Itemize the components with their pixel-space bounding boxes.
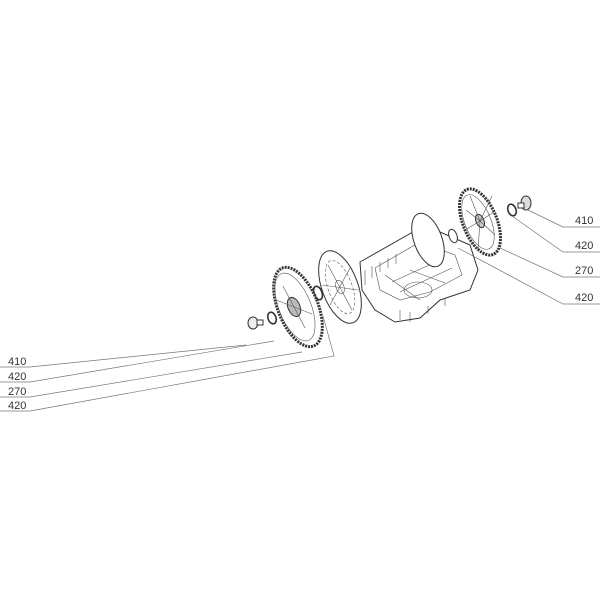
left-wheel (272, 265, 324, 349)
callout-left-420-inner: 420 (8, 400, 26, 412)
right-outer-ring (506, 203, 518, 217)
left-hub-cap (247, 316, 264, 330)
callout-left-420-outer: 420 (8, 371, 26, 383)
right-wheel (457, 187, 503, 257)
right-inner-ring (448, 228, 458, 244)
callout-right-420-inner: 420 (575, 292, 593, 304)
right-hub-cap (517, 195, 532, 211)
right-callouts: 410 420 270 420 (457, 209, 600, 305)
left-callouts: 410 420 270 420 (0, 315, 335, 412)
callout-right-410: 410 (575, 215, 593, 227)
callout-left-410: 410 (8, 356, 26, 368)
callout-right-420-outer: 420 (575, 240, 593, 252)
callout-left-270: 270 (8, 386, 26, 398)
callout-right-270: 270 (575, 265, 593, 277)
left-outer-ring (266, 311, 278, 325)
right-fan-disc (411, 212, 445, 268)
left-fan-disc (318, 250, 362, 324)
mower-chassis (359, 227, 479, 323)
